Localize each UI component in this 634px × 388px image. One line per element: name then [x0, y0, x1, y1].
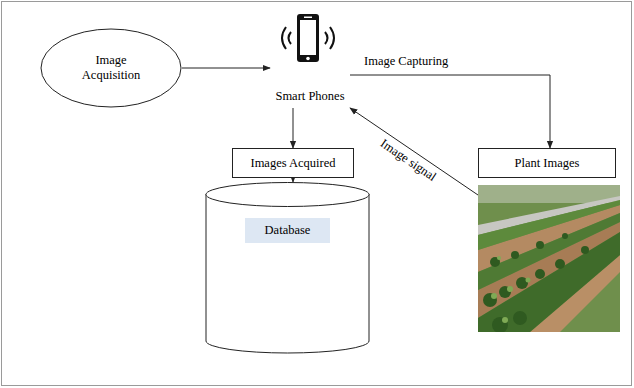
- cylinder-outline: [205, 182, 370, 354]
- process-box: Images Acquired: [232, 148, 354, 178]
- node-label: Images Acquired: [250, 156, 335, 171]
- flow-arrow: [350, 108, 478, 195]
- device-node: Smart Phones: [270, 10, 350, 108]
- photo-horizon: [478, 185, 620, 203]
- phone-speaker: [304, 17, 312, 19]
- signal-wave: [289, 32, 292, 44]
- edge-label: Image Capturing: [362, 54, 450, 69]
- process-box-label: Plant Images: [478, 148, 616, 178]
- plant-row: [478, 232, 620, 332]
- image-source-node: Plant Images: [478, 148, 618, 332]
- plant-highlights: [491, 256, 531, 323]
- signal-wave: [325, 32, 328, 44]
- node-label: Database: [245, 218, 331, 243]
- phone-screen: [300, 20, 316, 55]
- flow-arrow: [350, 75, 550, 148]
- cylinder-top: [206, 183, 369, 207]
- database-cylinder: Database: [205, 182, 370, 354]
- signal-wave: [330, 27, 334, 49]
- plant-row: [478, 200, 620, 250]
- phone-body: [297, 14, 319, 62]
- photo-ground: [478, 185, 620, 332]
- node-label: Image Acquisition: [66, 53, 156, 83]
- phone-button: [306, 57, 310, 61]
- edge-label: Image signal: [376, 135, 441, 186]
- flow-arrow: [293, 108, 294, 148]
- start-ellipse: Image Acquisition: [40, 28, 182, 108]
- flow-arrow: [293, 178, 294, 182]
- cylinder-body: [206, 194, 369, 353]
- plant-leaves: [483, 233, 589, 332]
- flow-arrow: [182, 68, 270, 69]
- node-label: Smart Phones: [275, 89, 344, 108]
- ellipse-shape: [41, 29, 181, 107]
- signal-wave: [282, 27, 286, 49]
